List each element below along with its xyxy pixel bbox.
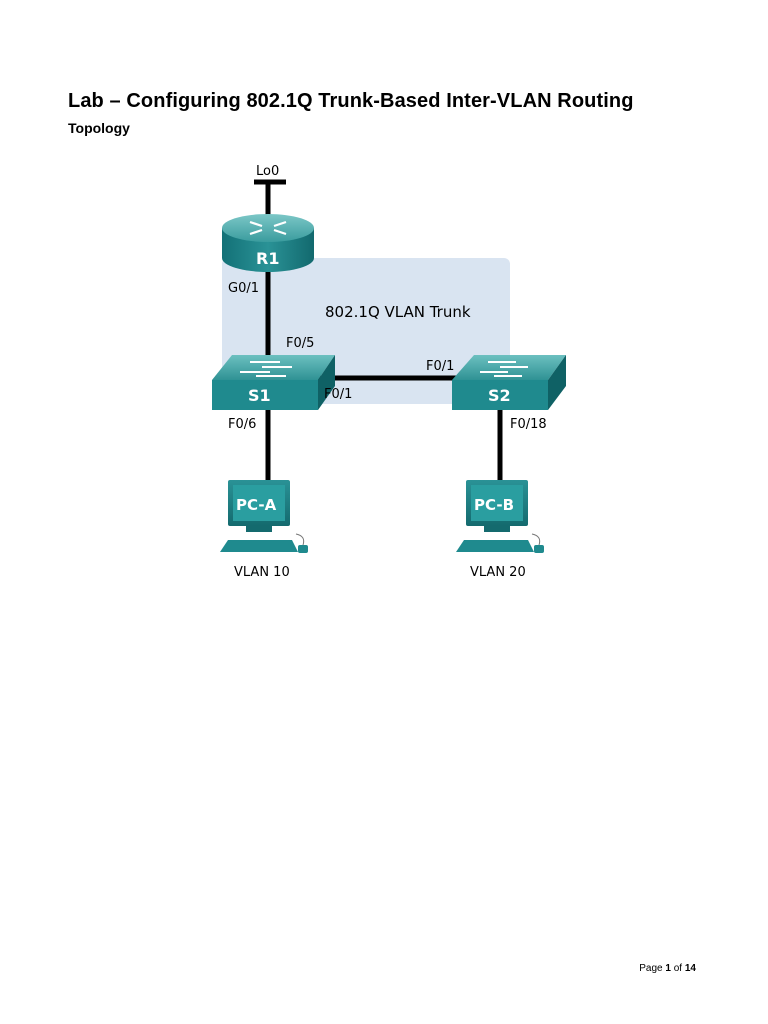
pc-screen [471, 485, 523, 521]
switch-side [548, 355, 566, 410]
interface-label-s1-f01: F0/1 [324, 387, 352, 402]
pc-a[interactable]: PC-A [220, 480, 308, 553]
interface-label-g01: G0/1 [228, 281, 259, 296]
pc-mouse [534, 545, 544, 553]
switch-front [212, 380, 318, 410]
document-title: Lab – Configuring 802.1Q Trunk-Based Int… [68, 90, 634, 112]
switch-s1[interactable]: S1 [212, 355, 335, 410]
switch-front [452, 380, 548, 410]
pc-a-label: PC-A [236, 496, 277, 514]
pc-mouse-cable [531, 533, 541, 546]
pc-b[interactable]: PC-B [456, 480, 544, 553]
pc-b-label: PC-B [474, 496, 514, 514]
vlan-label-pc-b: VLAN 20 [470, 565, 526, 580]
pc-stand [484, 526, 510, 532]
pc-mouse [298, 545, 308, 553]
switch-arrows-icon [480, 361, 528, 377]
vlan-label-pc-a: VLAN 10 [234, 565, 290, 580]
switch-arrows-icon [240, 361, 292, 377]
router-top [222, 214, 314, 242]
trunk-label: 802.1Q VLAN Trunk [325, 303, 471, 321]
pc-stand [246, 526, 272, 532]
switch-side [318, 355, 335, 410]
router-arrows-icon [249, 220, 287, 236]
page-footer: Page 1 of 14 [639, 963, 696, 974]
router-r1[interactable]: R1 [222, 214, 314, 272]
pc-keyboard [220, 540, 298, 552]
switch-s2-label: S2 [488, 386, 511, 405]
pc-screen [233, 485, 285, 521]
router-label: R1 [256, 249, 279, 268]
switch-s1-label: S1 [248, 386, 271, 405]
pc-mouse-cable [295, 533, 305, 546]
interface-label-s1-f06: F0/6 [228, 417, 256, 432]
section-heading-topology: Topology [68, 120, 130, 136]
page-current: 1 [665, 963, 671, 974]
of-word: of [673, 963, 683, 974]
switch-s2[interactable]: S2 [452, 355, 566, 410]
interface-label-s2-f018: F0/18 [510, 417, 547, 432]
interface-label-s2-f01: F0/1 [426, 359, 454, 374]
page-total: 14 [684, 963, 696, 974]
interface-label-s1-f05: F0/5 [286, 336, 314, 351]
pc-keyboard [456, 540, 534, 552]
page-word: Page [639, 963, 663, 974]
interface-label-lo0: Lo0 [256, 164, 279, 179]
